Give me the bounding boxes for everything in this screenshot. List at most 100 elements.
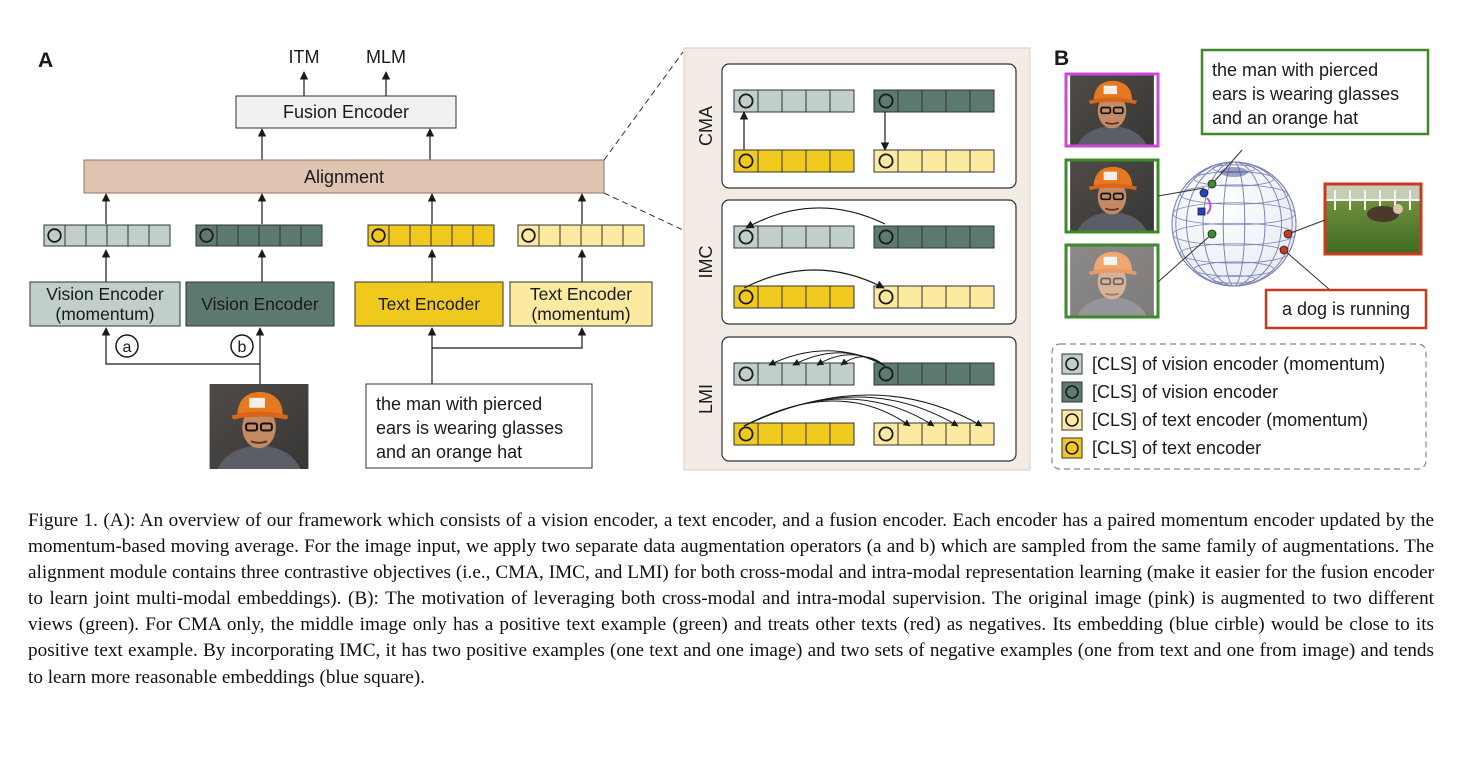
legend-item-text: [CLS] of text encoder [1061,437,1261,459]
row-a-vision-cls-token [199,228,214,243]
row-a-vision-cell [258,224,281,247]
objective-cma-label: CMA [696,106,716,146]
row-a-vision-cell [195,224,218,247]
imc-vision-row-cell [897,225,923,249]
lmi-text-momentum-row-cell [945,422,971,446]
input-text-line3: and an orange hat [376,442,522,462]
vision-encoder-box [185,281,335,327]
lmi-text-momentum-row-cell [921,422,947,446]
cma-text-row-cell [829,149,855,173]
cma-vision-momentum-row-cell [805,89,831,113]
lmi-vision-row-cell [969,362,995,386]
lmi-vision-row-cell [945,362,971,386]
imc-text-row-cls-token [738,289,754,305]
lmi-text-momentum-row-cls-token [878,426,894,442]
row-a-text [367,224,495,247]
input-text-line1: the man with pierced [376,394,542,414]
legend-item-text-momentum: [CLS] of text encoder (momentum) [1061,409,1368,431]
cma-vision-row-cell [897,89,923,113]
input-text-line2: ears is wearing glasses [376,418,563,438]
cma-text-row-cell [733,149,759,173]
augment-b-marker [230,334,254,358]
row-a-vision-cell [216,224,239,247]
imc-text-momentum-row-cls-token [878,289,894,305]
cma-text-momentum-row-cell [945,149,971,173]
imc-vision-momentum-row-cls-token [738,229,754,245]
input-image [208,384,310,469]
embedding-sphere [1171,161,1297,287]
lmi-text-row-cell [829,422,855,446]
cma-text-row-cell [805,149,831,173]
lmi-vision-row-cls-token [878,366,894,382]
negative-text-point [1279,245,1289,255]
token-row-text-momentum [517,224,645,247]
legend-box [1051,343,1427,470]
panel-b-label: B [1054,47,1069,70]
input-text-box [365,383,593,469]
row-a-text-momentum-cell [559,224,582,247]
row-a-text-momentum-cell [601,224,624,247]
lmi-vision-row-cell [921,362,947,386]
lmi-vision-momentum-row-cls-token [738,366,754,382]
row-a-text-cell [451,224,474,247]
imc-vision-momentum-row-cell [805,225,831,249]
legend-label-vision: [CLS] of vision encoder [1092,382,1278,402]
text-encoder-momentum-box [509,281,653,327]
row-a-text-cell [472,224,495,247]
imc-vision-row-cell [921,225,947,249]
negative-text-box [1264,288,1428,330]
figure-1: A ITM MLM Fusion Encoder Alignment Visio… [29,47,1430,471]
legend-label-text-momentum: [CLS] of text encoder (momentum) [1092,410,1368,430]
row-a-text-cell [367,224,390,247]
cma-text-momentum-row [873,149,995,173]
imc-text-row-cell [829,285,855,309]
lmi-vision-momentum-row-cell [829,362,855,386]
imc-text-row [733,285,855,309]
lmi-vision-momentum-row-cell [733,362,759,386]
cma-text-momentum-row-cls-token [878,153,894,169]
token-row-vision [195,224,323,247]
cma-vision-momentum-row [733,89,855,113]
augment-a-label: a [123,339,132,356]
positive-text-line1: the man with pierced [1212,60,1378,80]
row-a-text-momentum-cls-token [521,228,536,243]
row-a-vision-cell [237,224,260,247]
row-a-text-momentum-cell [538,224,561,247]
lmi-vision-momentum-row-cell [781,362,807,386]
cma-text-momentum-row-cell [897,149,923,173]
row-a-vision-momentum-cell [64,224,87,247]
row-a-vision-momentum-cell [85,224,108,247]
positive-text-line3: and an orange hat [1212,108,1358,128]
imc-text-row-cell [781,285,807,309]
text-encoder-momentum-line1: Text Encoder [530,284,632,304]
row-a-text-cell [388,224,411,247]
cma-vision-row-cell [921,89,947,113]
imc-vision-momentum-row-cell [757,225,783,249]
row-a-vision-momentum-cls-token [47,228,62,243]
embedding-square-point [1197,207,1206,216]
lmi-vision-row [873,362,995,386]
row-a-text-momentum-cell [580,224,603,247]
imc-text-momentum-row-cell [873,285,899,309]
vision-encoder-momentum-line2: (momentum) [55,304,154,324]
lmi-vision-momentum-row-cell [757,362,783,386]
output-itm: ITM [289,47,320,67]
cma-vision-momentum-row-cell [757,89,783,113]
augmented-view-2 [1064,243,1160,319]
lmi-text-row-cls-token [738,426,754,442]
lmi-text-momentum-row-cell [969,422,995,446]
cma-text-row-cell [781,149,807,173]
lmi-text-row [733,422,855,446]
lmi-vision-row-cell [873,362,899,386]
text-encoder-momentum-line2: (momentum) [531,304,630,324]
cma-text-row-cls-token [738,153,754,169]
row-a-vision [195,224,323,247]
negative-image-dog [1323,182,1423,256]
sphere-pole [1220,167,1248,177]
objective-imc-label: IMC [696,246,716,279]
imc-text-momentum-row-cell [945,285,971,309]
lmi-text-row-cell [805,422,831,446]
imc-vision-momentum-row-cell [781,225,807,249]
token-row-vision-momentum [43,224,171,247]
cma-vision-momentum-row-cell [733,89,759,113]
